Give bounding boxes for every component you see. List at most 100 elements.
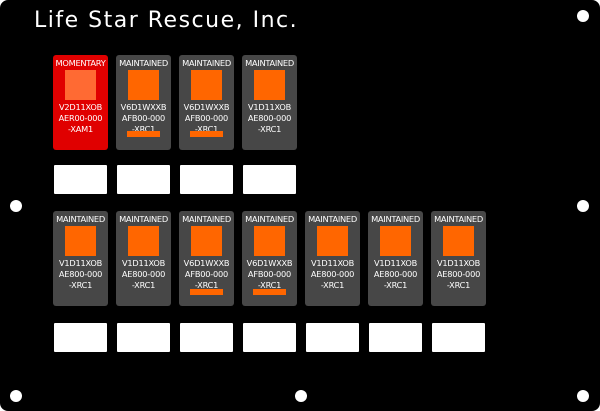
switch-code-line3: -XRC1 [446, 280, 471, 290]
switch-code-line3: -XRC1 [131, 124, 156, 134]
switch-row2-7[interactable]: MAINTAINED V1D11XOB AE800-000 -XRC1 [431, 211, 486, 306]
switch-code-line3: -XRC1 [257, 124, 282, 134]
switch-code-line2: AE800-000 [310, 269, 355, 279]
switch-code: V6D1WXXB AFB00-000 -XRC1 [242, 258, 297, 291]
label-strip-row2-6 [369, 323, 422, 352]
switch-code: V1D11XOB AE800-000 -XRC1 [53, 258, 108, 291]
label-strip-row2-7 [432, 323, 485, 352]
switch-lamp-icon [254, 70, 285, 100]
switch-code-line1: V6D1WXXB [183, 102, 230, 112]
switch-row2-3[interactable]: MAINTAINED V6D1WXXB AFB00-000 -XRC1 [179, 211, 234, 306]
switch-code-line3: -XRC1 [257, 280, 282, 290]
switch-code: V6D1WXXB AFB00-000 -XRC1 [179, 258, 234, 291]
label-strip-row1-4 [243, 165, 296, 194]
switch-code: V2D11XOB AER00-000 -XAM1 [53, 102, 108, 135]
switch-type-label: MAINTAINED [56, 214, 105, 224]
switch-code-line3: -XRC1 [320, 280, 345, 290]
switch-lamp-icon [443, 226, 474, 256]
switch-code-line2: AFB00-000 [184, 113, 229, 123]
switch-lamp-icon [128, 226, 159, 256]
switch-type-label: MAINTAINED [182, 58, 231, 68]
switch-code-line2: AFB00-000 [247, 269, 292, 279]
switch-type-label: MAINTAINED [434, 214, 483, 224]
switch-row2-4[interactable]: MAINTAINED V6D1WXXB AFB00-000 -XRC1 [242, 211, 297, 306]
switch-code: V1D11XOB AE800-000 -XRC1 [431, 258, 486, 291]
switch-lamp-icon [65, 226, 96, 256]
switch-code-line1: V1D11XOB [436, 258, 481, 268]
label-strip-row1-1 [54, 165, 107, 194]
mounting-hole-bottom-left [10, 390, 22, 402]
switch-code-line1: V6D1WXXB [183, 258, 230, 268]
switch-code: V6D1WXXB AFB00-000 -XRC1 [179, 102, 234, 135]
switch-code: V1D11XOB AE800-000 -XRC1 [116, 258, 171, 291]
switch-code-line1: V1D11XOB [247, 102, 292, 112]
mounting-hole-right-middle [577, 200, 589, 212]
switch-row2-5[interactable]: MAINTAINED V1D11XOB AE800-000 -XRC1 [305, 211, 360, 306]
switch-code-line3: -XRC1 [194, 280, 219, 290]
switch-type-label: MAINTAINED [119, 58, 168, 68]
switch-code-line1: V6D1WXXB [246, 258, 293, 268]
switch-lamp-icon [380, 226, 411, 256]
switch-row1-4[interactable]: MAINTAINED V1D11XOB AE800-000 -XRC1 [242, 55, 297, 150]
switch-code: V1D11XOB AE800-000 -XRC1 [368, 258, 423, 291]
panel-title: Life Star Rescue, Inc. [34, 8, 299, 33]
switch-row1-2[interactable]: MAINTAINED V6D1WXXB AFB00-000 -XRC1 [116, 55, 171, 150]
switch-lamp-icon [191, 226, 222, 256]
switch-row2-2[interactable]: MAINTAINED V1D11XOB AE800-000 -XRC1 [116, 211, 171, 306]
switch-code-line1: V1D11XOB [373, 258, 418, 268]
mounting-hole-top-right [577, 10, 589, 22]
mounting-hole-bottom-center [295, 390, 307, 402]
label-strip-row2-4 [243, 323, 296, 352]
switch-code-line2: AFB00-000 [184, 269, 229, 279]
switch-code-line2: AE800-000 [58, 269, 103, 279]
label-strip-row1-3 [180, 165, 233, 194]
label-strip-row2-5 [306, 323, 359, 352]
switch-indicator-bar [127, 131, 160, 137]
switch-code-line2: AE800-000 [247, 113, 292, 123]
switch-lamp-icon [254, 226, 285, 256]
switch-row2-1[interactable]: MAINTAINED V1D11XOB AE800-000 -XRC1 [53, 211, 108, 306]
label-strip-row2-1 [54, 323, 107, 352]
switch-code: V1D11XOB AE800-000 -XRC1 [242, 102, 297, 135]
switch-code-line3: -XRC1 [131, 280, 156, 290]
switch-code-line3: -XRC1 [68, 280, 93, 290]
switch-code-line3: -XRC1 [383, 280, 408, 290]
switch-indicator-bar [190, 131, 223, 137]
switch-code-line2: AE800-000 [373, 269, 418, 279]
switch-indicator-bar [190, 289, 223, 295]
mounting-hole-left-middle [10, 200, 22, 212]
switch-row1-3[interactable]: MAINTAINED V6D1WXXB AFB00-000 -XRC1 [179, 55, 234, 150]
switch-lamp-icon [191, 70, 222, 100]
switch-code-line3: -XRC1 [194, 124, 219, 134]
switch-code-line2: AER00-000 [58, 113, 103, 123]
switch-row2-6[interactable]: MAINTAINED V1D11XOB AE800-000 -XRC1 [368, 211, 423, 306]
switch-code-line2: AE800-000 [121, 269, 166, 279]
switch-code-line2: AE800-000 [436, 269, 481, 279]
switch-code-line1: V1D11XOB [58, 258, 103, 268]
switch-code-line2: AFB00-000 [121, 113, 166, 123]
switch-type-label: MAINTAINED [182, 214, 231, 224]
switch-code-line1: V2D11XOB [58, 102, 103, 112]
switch-indicator-bar [253, 289, 286, 295]
switch-lamp-icon [317, 226, 348, 256]
switch-type-label: MAINTAINED [371, 214, 420, 224]
switch-row1-1[interactable]: MOMENTARY V2D11XOB AER00-000 -XAM1 [53, 55, 108, 150]
switch-type-label: MOMENTARY [55, 58, 106, 68]
switch-code-line1: V1D11XOB [310, 258, 355, 268]
switch-type-label: MAINTAINED [245, 214, 294, 224]
label-strip-row1-2 [117, 165, 170, 194]
switch-code: V1D11XOB AE800-000 -XRC1 [305, 258, 360, 291]
switch-code-line1: V1D11XOB [121, 258, 166, 268]
switch-type-label: MAINTAINED [308, 214, 357, 224]
mounting-hole-bottom-right [577, 390, 589, 402]
switch-code-line1: V6D1WXXB [120, 102, 167, 112]
label-strip-row2-2 [117, 323, 170, 352]
switch-type-label: MAINTAINED [119, 214, 168, 224]
switch-type-label: MAINTAINED [245, 58, 294, 68]
label-strip-row2-3 [180, 323, 233, 352]
switch-lamp-icon [128, 70, 159, 100]
switch-code-line3: -XAM1 [67, 124, 94, 134]
switch-code: V6D1WXXB AFB00-000 -XRC1 [116, 102, 171, 135]
switch-lamp-icon [65, 70, 96, 100]
